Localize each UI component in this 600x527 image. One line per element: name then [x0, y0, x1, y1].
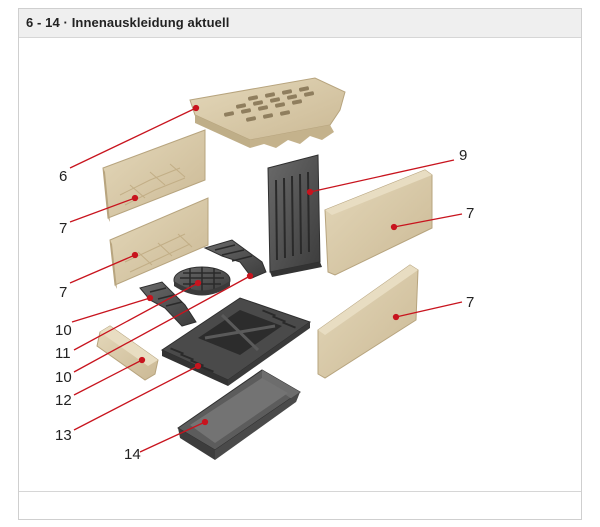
part-10-right-grate-support [203, 239, 267, 279]
leader-lines [69, 104, 463, 453]
header-bar: 6 - 14 · Innenauskleidung aktuell [19, 9, 581, 38]
label-part-12: 12 [55, 392, 72, 409]
label-part-13: 13 [55, 427, 72, 444]
label-part-9: 9 [459, 147, 467, 164]
part-10-left-grate-support [139, 281, 197, 327]
part-7-right-upper-brick [324, 169, 433, 276]
part-14-ash-pan [177, 369, 301, 460]
part-12-beige-block [96, 325, 159, 381]
label-part-7-right-upper: 7 [466, 205, 474, 222]
label-part-7-left-upper: 7 [59, 220, 67, 237]
label-part-11: 11 [55, 345, 71, 362]
part-13-base-grate [160, 297, 312, 386]
label-part-14: 14 [124, 446, 141, 463]
label-part-10-right: 10 [55, 369, 72, 386]
label-part-6: 6 [59, 168, 67, 185]
part-11-round-grate [173, 266, 231, 296]
page-title: 6 - 14 · Innenauskleidung aktuell [26, 15, 230, 30]
part-6-top-plate [189, 77, 346, 148]
label-part-7-left-lower: 7 [59, 284, 67, 301]
label-part-7-right-lower: 7 [466, 294, 474, 311]
footer-divider [19, 491, 581, 492]
label-part-10-left: 10 [55, 322, 72, 339]
part-9-cast-iron-back-plate [267, 154, 322, 277]
part-7-right-lower-brick [317, 264, 419, 379]
